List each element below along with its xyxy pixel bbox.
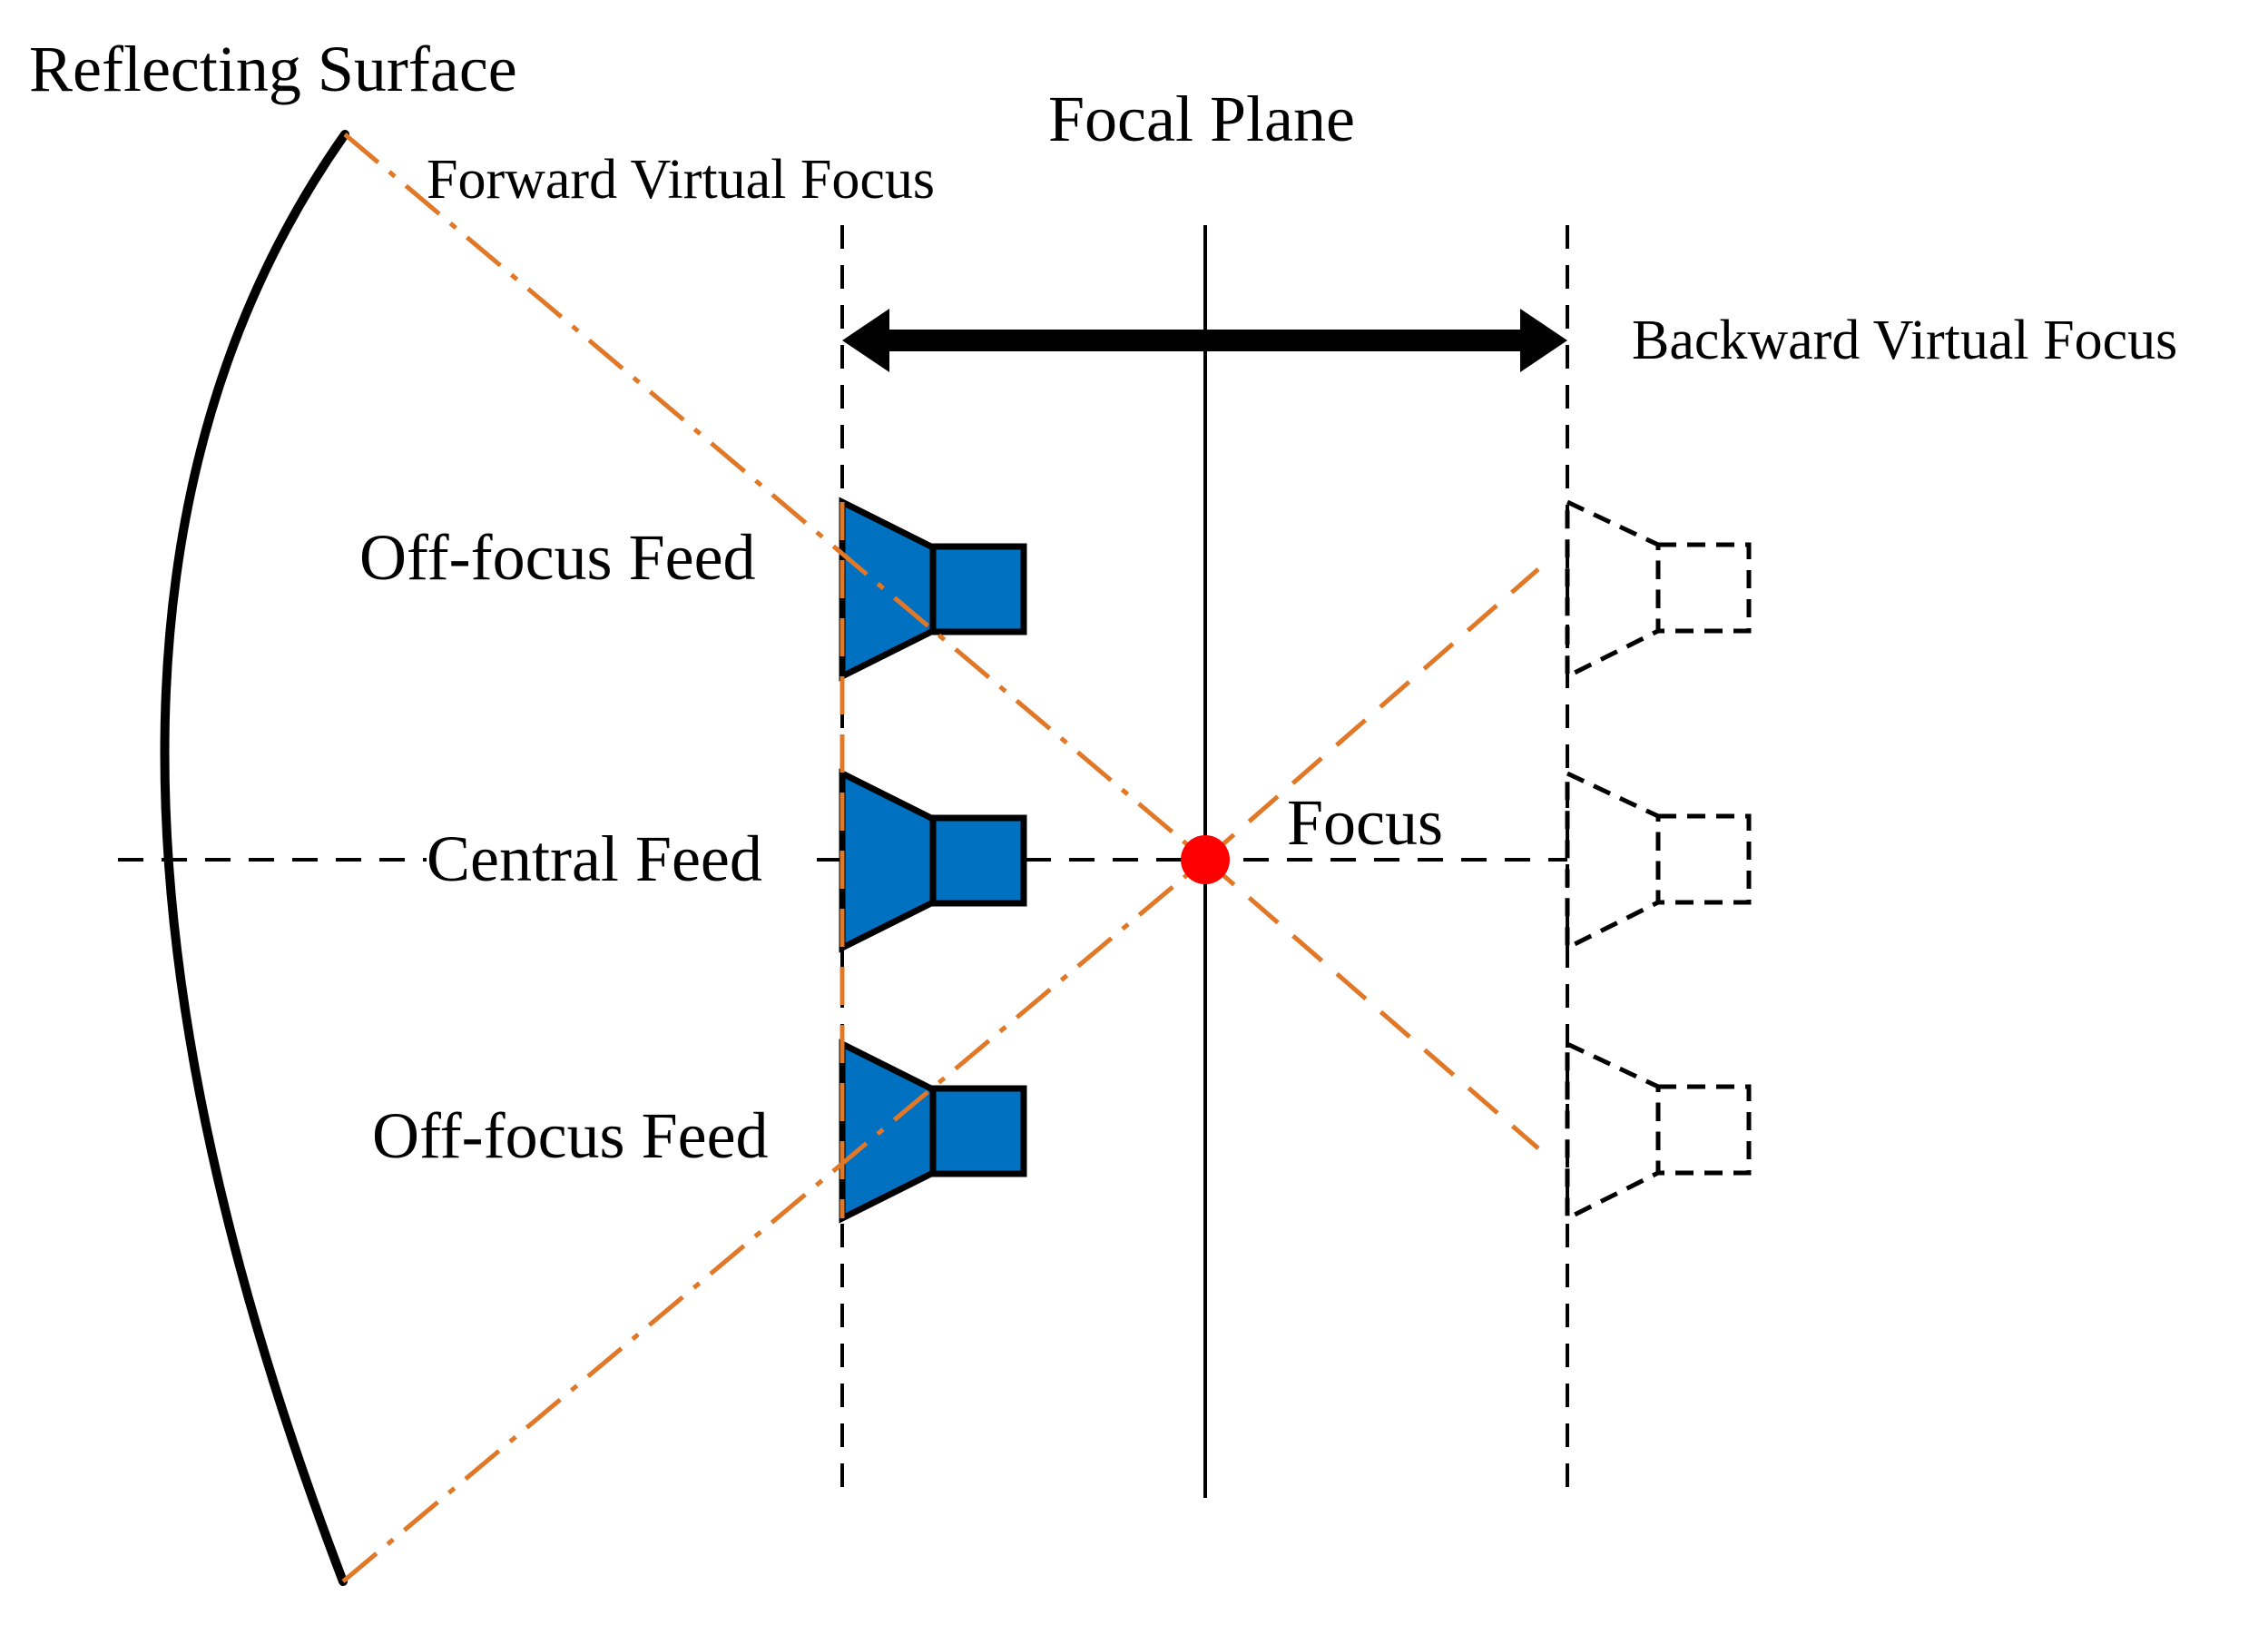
forward-ray-upper bbox=[343, 133, 1207, 862]
backward-ray-upper bbox=[1203, 567, 1540, 862]
virtual-feed-center-horn bbox=[1565, 770, 1752, 952]
range-arrow-left-head bbox=[842, 309, 889, 372]
focal-plane-label: Focal Plane bbox=[1048, 83, 1355, 155]
virtual-feed-top-horn bbox=[1565, 498, 1752, 681]
off-focus-feed-top-horn bbox=[839, 497, 1027, 682]
focus-label: Focus bbox=[1287, 786, 1443, 859]
off-focus-feed-bottom-horn bbox=[839, 1039, 1027, 1224]
forward-ray-lower bbox=[341, 858, 1207, 1583]
backward-virtual-focus-label: Backward Virtual Focus bbox=[1632, 310, 2177, 371]
reflecting-surface-curve bbox=[160, 130, 349, 1586]
off-focus-feed-bottom-label: Off-focus Feed bbox=[372, 1099, 769, 1172]
focus-point bbox=[1181, 835, 1230, 884]
forward-virtual-focus-label: Forward Virtual Focus bbox=[427, 149, 935, 211]
central-feed-horn bbox=[839, 768, 1027, 953]
backward-ray-lower bbox=[1203, 858, 1540, 1150]
virtual-feed-bottom-horn bbox=[1565, 1040, 1752, 1223]
central-feed-label: Central Feed bbox=[427, 822, 762, 895]
reflecting-surface-label: Reflecting Surface bbox=[29, 33, 517, 105]
off-focus-feed-top-label: Off-focus Feed bbox=[359, 521, 756, 594]
range-arrow-right-head bbox=[1520, 309, 1567, 372]
